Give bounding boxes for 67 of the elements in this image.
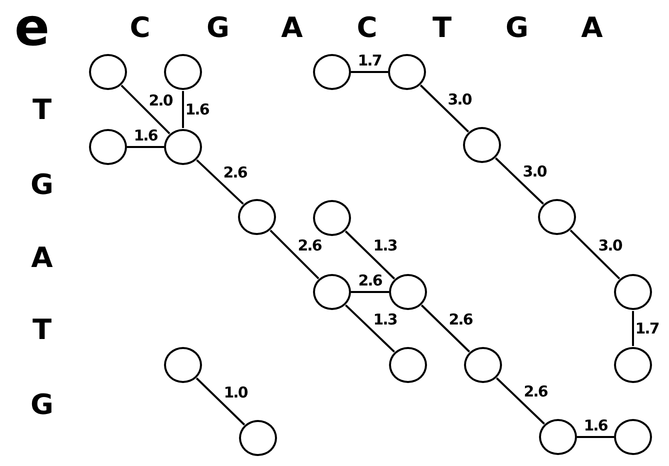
connector-line [420, 84, 470, 132]
state-circle [463, 127, 501, 163]
sequence-letter: A [281, 14, 303, 42]
sequence-letter: G [30, 391, 54, 419]
state-circle [389, 347, 427, 383]
state-circle [89, 129, 127, 165]
connector-line [120, 84, 170, 134]
edge-label: 2.6 [357, 274, 383, 288]
state-circle [614, 274, 652, 310]
connector-line [344, 230, 396, 280]
state-circle [164, 54, 202, 90]
connector-line [345, 304, 395, 353]
sequence-letter: G [506, 14, 528, 42]
state-circle [313, 274, 351, 310]
connector-line [127, 146, 164, 148]
connector-line [577, 436, 614, 438]
state-circle [239, 420, 277, 456]
edge-label: 3.0 [446, 92, 472, 107]
state-circle [164, 347, 202, 383]
edge-label: 1.0 [222, 385, 248, 400]
sequence-letter: A [31, 244, 53, 272]
connector-line [351, 71, 388, 73]
connector-line [196, 159, 244, 205]
edge-label: 2.6 [522, 384, 548, 400]
state-circle [164, 129, 202, 165]
sequence-letter: C [356, 14, 378, 42]
sequence-letter: A [581, 14, 603, 42]
sequence-letter: G [206, 14, 230, 42]
state-circle [313, 54, 351, 90]
edge-label: 1.6 [582, 418, 608, 434]
edge-label: 1.7 [356, 54, 382, 68]
state-circle [89, 54, 127, 90]
state-circle [388, 54, 426, 90]
state-circle [614, 419, 652, 455]
sequence-letter: T [32, 96, 52, 124]
connector-line [496, 377, 545, 425]
connector-line [196, 378, 246, 426]
connector-line [351, 291, 389, 293]
state-circle [389, 274, 427, 310]
edge-label: 2.6 [448, 312, 474, 327]
edge-label: 1.7 [634, 321, 660, 336]
edge-label: 1.6 [184, 102, 210, 117]
edge-label: 2.6 [296, 238, 322, 253]
edge-label: 3.0 [522, 164, 548, 180]
connector-line [632, 311, 634, 346]
connector-line [420, 304, 470, 352]
sequence-letter: T [32, 316, 52, 344]
connector-line [570, 230, 620, 280]
panel-letter: e [14, 2, 50, 54]
state-circle [313, 200, 351, 236]
edge-label: 1.3 [372, 238, 398, 254]
connector-line [495, 157, 544, 205]
sequence-letter: G [30, 171, 54, 199]
edge-label: 3.0 [597, 238, 623, 253]
state-circle [464, 347, 502, 383]
edge-label: 1.6 [132, 128, 158, 144]
connector-line [182, 91, 184, 128]
edge-label: 1.3 [372, 312, 398, 327]
edge-label: 2.0 [148, 93, 174, 108]
sequence-letter: C [130, 14, 150, 42]
state-circle [538, 199, 576, 235]
state-circle [539, 419, 577, 455]
state-circle [614, 347, 652, 383]
state-circle [238, 199, 276, 235]
connector-line [270, 230, 320, 280]
edge-label: 2.6 [222, 166, 248, 180]
sequence-letter: T [432, 14, 452, 42]
